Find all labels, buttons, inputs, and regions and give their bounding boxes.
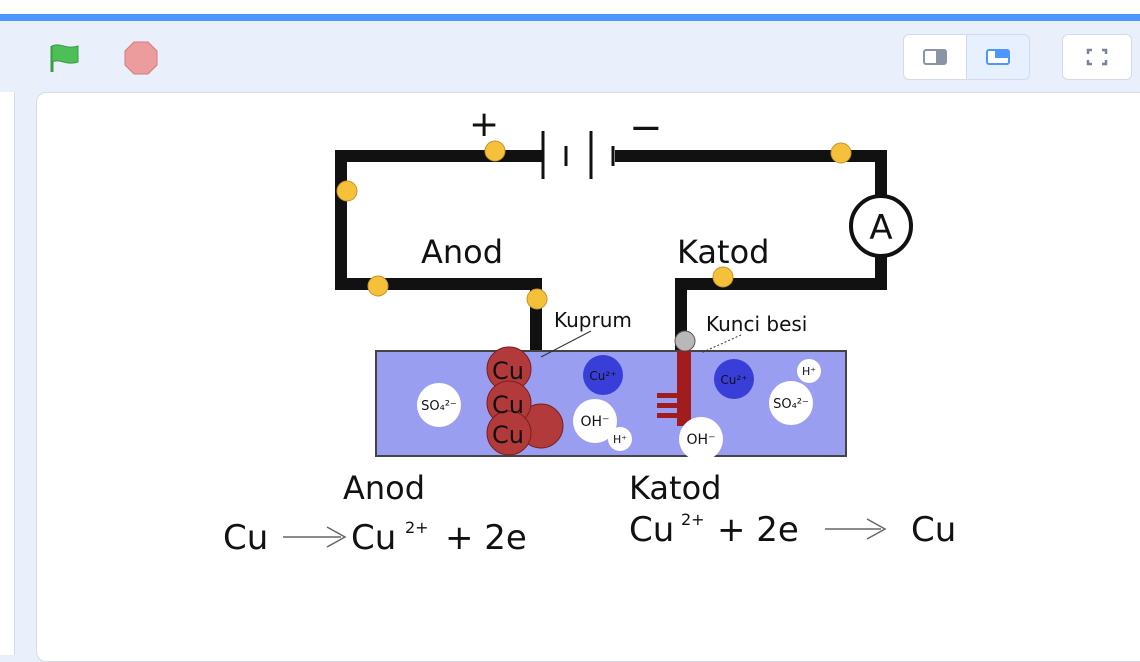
anode-label: Anod bbox=[421, 233, 503, 271]
ammeter-label: A bbox=[869, 208, 892, 248]
oh-ion-label: OH⁻ bbox=[687, 432, 716, 448]
cathode-label: Katod bbox=[677, 233, 769, 271]
eq-anode-left: Cu bbox=[223, 518, 268, 558]
copper-pointer bbox=[540, 330, 592, 358]
small-stage-button[interactable] bbox=[903, 34, 967, 80]
iron-key-icon bbox=[657, 330, 696, 426]
cu-particle-label: Cu bbox=[492, 391, 524, 419]
electrolysis-diagram: + − A Anod Katod Kuprum Kunci besi bbox=[223, 104, 956, 558]
top-accent-line bbox=[0, 14, 1140, 21]
so4-ion-label: SO₄²⁻ bbox=[773, 397, 809, 412]
bottom-anode-label: Anod bbox=[343, 469, 425, 507]
key-pointer bbox=[700, 334, 742, 354]
electron-icons bbox=[336, 140, 852, 310]
plus-label: + bbox=[469, 104, 499, 145]
eq-cathode-left: Cu bbox=[629, 510, 674, 550]
left-panel-edge bbox=[0, 92, 15, 655]
fullscreen-button[interactable] bbox=[1062, 34, 1132, 80]
eq-anode-right: Cu bbox=[351, 518, 396, 558]
large-stage-icon bbox=[986, 49, 1010, 65]
green-flag-icon[interactable] bbox=[48, 42, 82, 74]
cathode-equation: Cu 2+ + 2e Cu bbox=[629, 510, 956, 550]
copper-particles: Cu Cu Cu bbox=[486, 346, 564, 456]
eq-anode-tail: + 2e bbox=[445, 518, 527, 558]
ammeter-icon: A bbox=[849, 194, 913, 258]
eq-cathode-sup: 2+ bbox=[681, 510, 705, 529]
arrow-icon bbox=[283, 526, 347, 548]
h-ion-label: H⁺ bbox=[613, 433, 627, 446]
ions: Cu²⁺ Cu²⁺ SO₄²⁻ SO₄²⁻ OH⁻ OH⁻ H⁺ H⁺ bbox=[417, 355, 821, 461]
battery-icon bbox=[541, 131, 615, 179]
top-bar bbox=[0, 0, 1140, 18]
oh-ion-label: OH⁻ bbox=[581, 414, 610, 430]
so4-ion-label: SO₄²⁻ bbox=[421, 399, 457, 414]
bottom-cathode-label: Katod bbox=[629, 469, 721, 507]
copper-label: Kuprum bbox=[554, 308, 632, 332]
stage[interactable]: + − A Anod Katod Kuprum Kunci besi bbox=[36, 92, 1140, 662]
eq-cathode-right: Cu bbox=[911, 510, 956, 550]
minus-label: − bbox=[629, 105, 663, 151]
eq-anode-sup: 2+ bbox=[405, 518, 429, 537]
fullscreen-icon bbox=[1086, 48, 1108, 66]
h-ion-label: H⁺ bbox=[802, 365, 816, 378]
cu-particle-label: Cu bbox=[492, 421, 524, 449]
stop-sign-icon[interactable] bbox=[124, 41, 158, 75]
cu-ion-label: Cu²⁺ bbox=[589, 369, 616, 383]
small-stage-icon bbox=[923, 49, 947, 65]
cu-particle-label: Cu bbox=[492, 357, 524, 385]
cu-ion-label: Cu²⁺ bbox=[720, 373, 747, 387]
large-stage-button[interactable] bbox=[966, 34, 1030, 80]
eq-cathode-mid: + 2e bbox=[717, 510, 799, 550]
arrow-icon bbox=[825, 518, 887, 540]
key-label: Kunci besi bbox=[706, 312, 807, 336]
anode-equation: Cu Cu 2+ + 2e bbox=[223, 518, 527, 558]
